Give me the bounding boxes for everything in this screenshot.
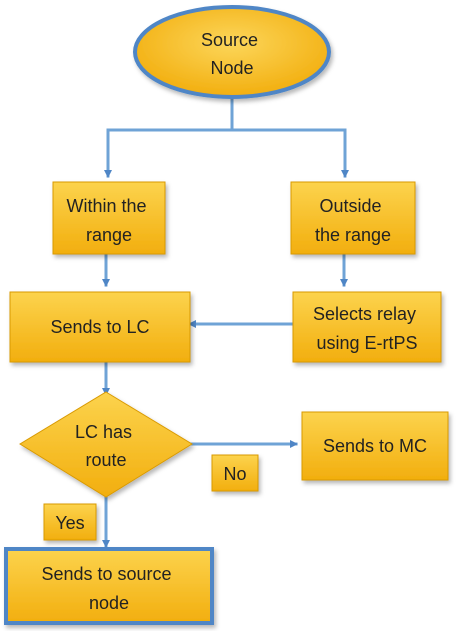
outside-range-line-1: Outside (319, 196, 381, 216)
sends-to-mc-line-1: Sends to MC (323, 436, 427, 456)
no-label-box (211, 454, 259, 492)
lc-has-route-decision (19, 391, 193, 498)
within-range-line-1: Within the (66, 196, 146, 216)
outside-range-label: Outside the range (315, 196, 391, 245)
within-range-line-2: range (86, 225, 132, 245)
within-range-label: Within the range (66, 196, 151, 245)
no-label: No (223, 464, 246, 484)
selects-relay-label: Selects relay using E-rtPS (313, 304, 421, 353)
selects-relay-line-2: using E-rtPS (316, 333, 417, 353)
lc-has-route-label: LC has route (75, 422, 137, 470)
source-node-line-1: Source (201, 30, 258, 50)
sends-to-source-line-1: Sends to source (41, 564, 171, 584)
lc-has-route-line-2: route (85, 450, 126, 470)
source-node-label: Source Node (201, 30, 263, 78)
outside-range-line-2: the range (315, 225, 391, 245)
sends-to-lc-line-1: Sends to LC (50, 317, 149, 337)
selects-relay-box (292, 291, 442, 363)
sends-to-mc-label: Sends to MC (323, 436, 427, 456)
yes-label-box (43, 503, 97, 541)
sends-to-mc-box (301, 411, 449, 481)
sends-to-source-label: Sends to source node (41, 564, 176, 613)
sends-to-source-line-2: node (89, 593, 129, 613)
selects-relay-line-1: Selects relay (313, 304, 416, 324)
sends-to-lc-box (9, 291, 191, 363)
lc-has-route-line-1: LC has (75, 422, 132, 442)
outside-range-box (290, 181, 416, 255)
connectors (102, 94, 349, 548)
source-node-ellipse (133, 5, 331, 99)
within-range-box (52, 181, 166, 255)
sends-to-source-box (4, 547, 214, 625)
source-node-line-2: Node (210, 58, 253, 78)
sends-to-lc-label: Sends to LC (50, 317, 149, 337)
yes-label: Yes (55, 513, 84, 533)
